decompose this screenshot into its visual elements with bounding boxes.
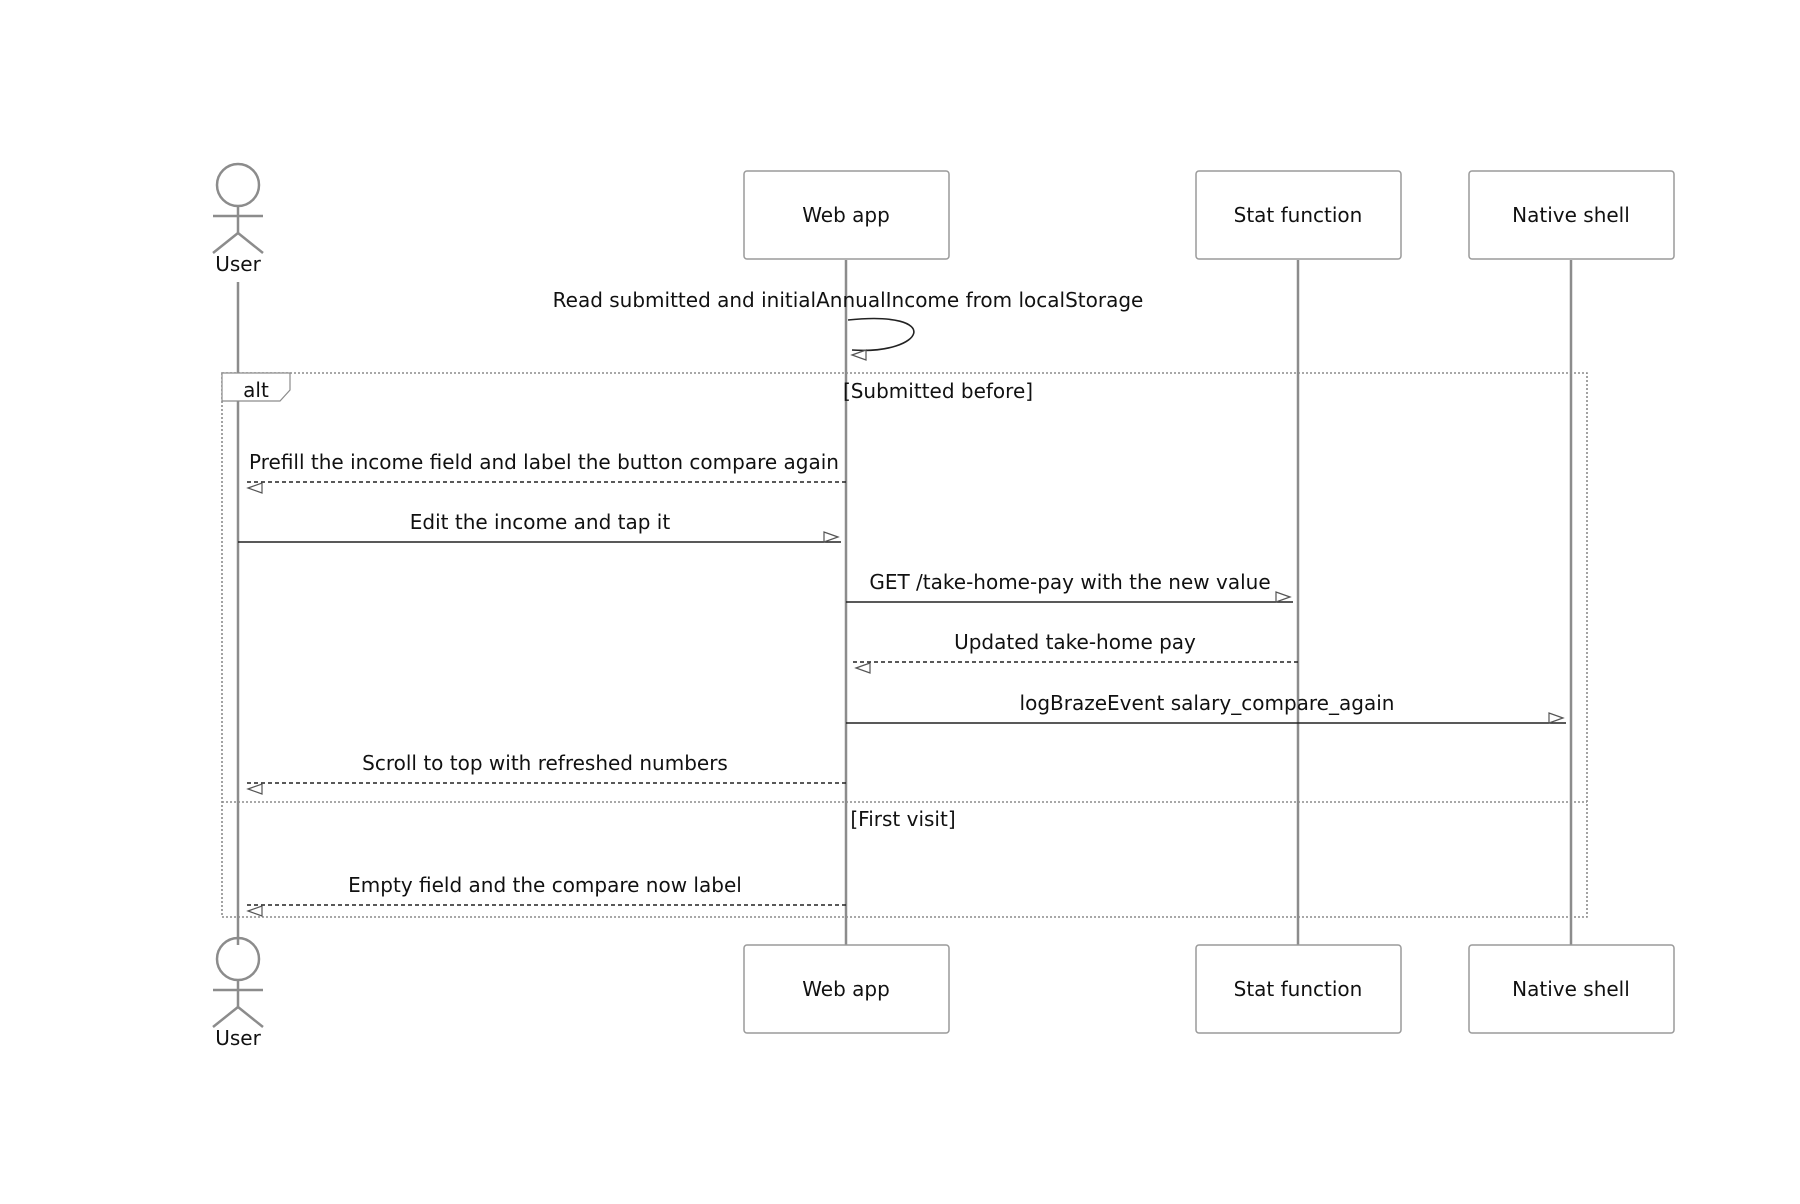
participant-box [743,944,950,1034]
message-label: logBrazeEvent salary_compare_again [1020,691,1395,715]
message-empty-field: Empty field and the compare now label [245,873,846,917]
message-label: Empty field and the compare now label [348,873,742,897]
actor-user-bottom: User [212,936,264,1050]
participant-stat-function-top: Stat function [1195,170,1402,260]
message-log-braze-event: logBrazeEvent salary_compare_again [846,691,1566,724]
message-label: Scroll to top with refreshed numbers [362,751,728,775]
alt-frame-border [221,372,1588,918]
alt-frame-tab [221,372,291,402]
participant-label-web-app-top: Web app [802,203,890,227]
actor-label-user-bottom: User [215,1026,261,1050]
participant-label-native-shell-top: Native shell [1512,203,1630,227]
participant-label-web-app-bottom: Web app [802,977,890,1001]
message-edit-income-tap: Edit the income and tap it [238,510,841,543]
self-message-read-localstorage: Read submitted and initialAnnualIncome f… [553,288,1144,361]
participant-label-native-shell-bottom: Native shell [1512,977,1630,1001]
participant-box [1468,944,1675,1034]
participant-box [1195,170,1402,260]
arrowhead-icon [1548,712,1565,724]
participant-box [743,170,950,260]
message-updated-take-home-pay: Updated take-home pay [853,630,1298,674]
message-prefill-income-field: Prefill the income field and label the b… [245,450,846,494]
actor-leg-right [237,232,264,254]
message-scroll-to-top: Scroll to top with refreshed numbers [245,751,846,795]
participant-web-app-bottom: Web app [743,944,950,1034]
alt-frame: alt [Submitted before] [First visit] [221,372,1588,918]
message-label: Edit the income and tap it [410,510,671,534]
message-label: Updated take-home pay [954,630,1196,654]
alt-guard-first-visit: [First visit] [850,807,955,831]
arrowhead-icon [850,349,867,361]
arrowhead-icon [854,662,871,674]
arrowhead-icon [1275,591,1292,603]
participant-label-stat-function-bottom: Stat function [1234,977,1363,1001]
message-label: GET /take-home-pay with the new value [869,570,1270,594]
arrowhead-icon [246,482,263,494]
actor-head [215,162,261,208]
actor-leg-left [212,232,239,254]
participant-stat-function-bottom: Stat function [1195,944,1402,1034]
actor-leg-right [237,1006,264,1028]
alt-guard-submitted-before: [Submitted before] [843,379,1033,403]
participant-label-stat-function-top: Stat function [1234,203,1363,227]
arrowhead-icon [246,783,263,795]
alt-keyword: alt [243,378,269,402]
participant-web-app-top: Web app [743,170,950,260]
message-get-take-home-pay: GET /take-home-pay with the new value [846,570,1293,603]
self-message-label: Read submitted and initialAnnualIncome f… [553,288,1144,312]
participant-native-shell-top: Native shell [1468,170,1675,260]
actor-label-user-top: User [215,252,261,276]
actor-user-top: User [212,162,264,276]
arrowhead-icon [823,531,840,543]
participant-box [1468,170,1675,260]
participant-box [1195,944,1402,1034]
message-label: Prefill the income field and label the b… [249,450,839,474]
actor-leg-left [212,1006,239,1028]
participant-native-shell-bottom: Native shell [1468,944,1675,1034]
arrowhead-icon [246,905,263,917]
self-message-loop [847,317,915,352]
